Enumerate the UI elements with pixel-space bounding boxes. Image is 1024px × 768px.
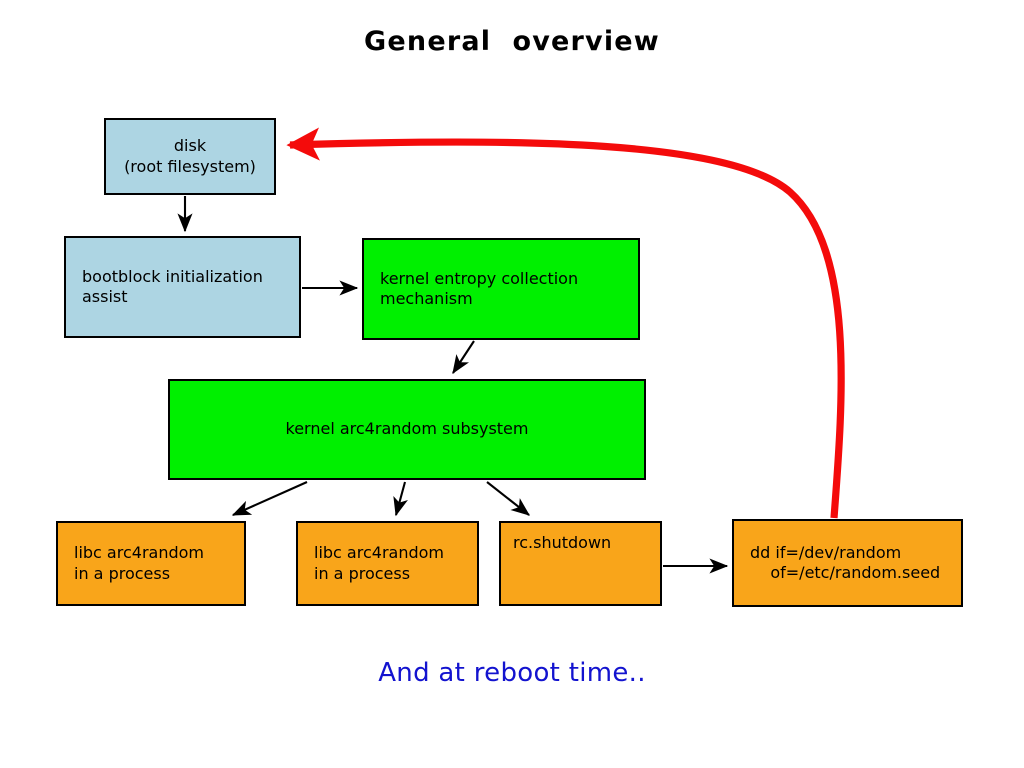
node-kernel-entropy-collection-mechanism[interactable]: kernel entropy collection mechanism — [362, 238, 640, 340]
node-libc-arc4random-process-2[interactable]: libc arc4random in a process — [296, 521, 479, 606]
page-title: General overview — [364, 26, 660, 57]
node-disk[interactable]: disk (root filesystem) — [104, 118, 276, 195]
node-disk-label: disk (root filesystem) — [124, 136, 256, 176]
edge-entropy-to-arc4random — [452, 340, 475, 375]
node-libc2-label: libc arc4random in a process — [314, 543, 444, 583]
node-bootblock-initialization-assist[interactable]: bootblock initialization assist — [64, 236, 301, 338]
node-rcshutdown-label: rc.shutdown — [513, 533, 612, 552]
node-bootblock-label: bootblock initialization assist — [82, 266, 263, 306]
node-libc1-label: libc arc4random in a process — [74, 543, 204, 583]
node-kernel-arc4random-subsystem[interactable]: kernel arc4random subsystem — [168, 379, 646, 480]
node-rc-shutdown[interactable]: rc.shutdown — [499, 521, 662, 606]
edge-arc4random-to-libc1 — [231, 481, 308, 516]
slide-caption: And at reboot time.. — [378, 658, 646, 688]
node-entropy-label: kernel entropy collection mechanism — [380, 268, 579, 308]
node-arc4random-label: kernel arc4random subsystem — [285, 419, 529, 439]
node-dd-random-seed[interactable]: dd if=/dev/random of=/etc/random.seed — [732, 519, 963, 607]
node-libc-arc4random-process-1[interactable]: libc arc4random in a process — [56, 521, 246, 606]
edge-arc4random-to-libc2 — [393, 481, 408, 517]
node-ddseed-label: dd if=/dev/random of=/etc/random.seed — [750, 542, 941, 582]
edge-arc4random-to-rcshutdown — [486, 481, 530, 516]
